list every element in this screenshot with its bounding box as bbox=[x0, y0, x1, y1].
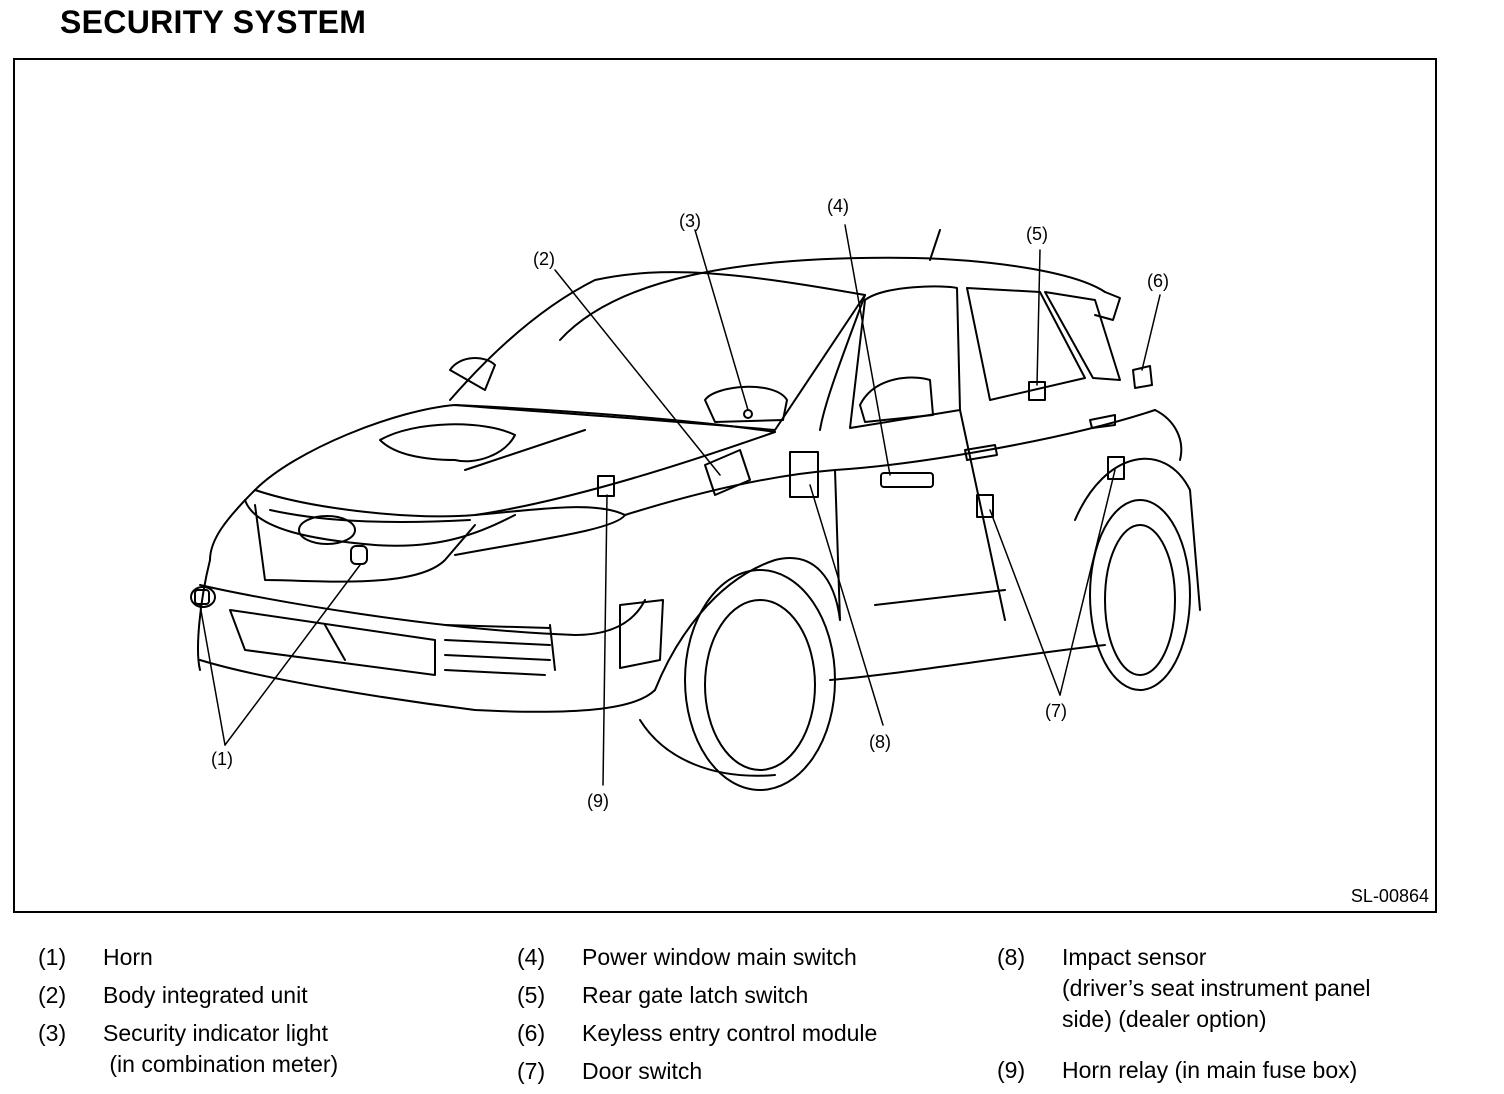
door-switch-rear-shape bbox=[1107, 456, 1125, 480]
legend-number: (6) bbox=[517, 1020, 546, 1046]
body-integrated-unit-shape bbox=[704, 449, 751, 496]
callout-1: (1) bbox=[211, 749, 233, 769]
horn-relay-shape bbox=[597, 475, 615, 497]
callout-3: (3) bbox=[679, 211, 701, 231]
car-diagram: (1) (2) (3) (4) (5) (6) (7) (8) (9) bbox=[190, 196, 1201, 811]
legend-item: (6) Keyless entry control module bbox=[517, 1018, 967, 1056]
legend-item: (8) Impact sensor (driver’s seat instrum… bbox=[997, 942, 1477, 1055]
horn-right-shape bbox=[350, 545, 368, 565]
power-window-switch-shape bbox=[880, 472, 934, 488]
legend-number: (9) bbox=[997, 1057, 1026, 1083]
legend-item: (7) Door switch bbox=[517, 1056, 967, 1094]
callout-5: (5) bbox=[1026, 224, 1048, 244]
legend-number: (3) bbox=[38, 1020, 67, 1046]
callout-7: (7) bbox=[1045, 701, 1067, 721]
legend-column-2: (4) Power window main switch (5) Rear ga… bbox=[517, 942, 967, 1094]
car-outline bbox=[190, 229, 1201, 791]
keyless-module-shape bbox=[1132, 365, 1153, 389]
legend-label: Security indicator light (in combination… bbox=[103, 1020, 339, 1077]
legend-number: (8) bbox=[997, 944, 1026, 970]
legend-column-1: (1) Horn (2) Body integrated unit (3) Se… bbox=[38, 942, 478, 1088]
callout-8: (8) bbox=[869, 732, 891, 752]
legend-number: (4) bbox=[517, 944, 546, 970]
legend-label: Impact sensor (driver’s seat instrument … bbox=[1062, 944, 1371, 1032]
horn-left-shape bbox=[194, 589, 210, 605]
legend-item: (3) Security indicator light (in combina… bbox=[38, 1018, 478, 1088]
legend-column-3: (8) Impact sensor (driver’s seat instrum… bbox=[997, 942, 1477, 1093]
legend-item: (5) Rear gate latch switch bbox=[517, 980, 967, 1018]
legend-item: (4) Power window main switch bbox=[517, 942, 967, 980]
legend-number: (2) bbox=[38, 982, 67, 1008]
callout-4: (4) bbox=[827, 196, 849, 216]
callout-6: (6) bbox=[1147, 271, 1169, 291]
legend-label: Power window main switch bbox=[582, 944, 857, 970]
legend-number: (5) bbox=[517, 982, 546, 1008]
page-title: SECURITY SYSTEM bbox=[60, 4, 367, 40]
legend-item: (2) Body integrated unit bbox=[38, 980, 478, 1018]
door-switch-front-shape bbox=[976, 494, 994, 518]
callout-9: (9) bbox=[587, 791, 609, 811]
legend-label: Horn bbox=[103, 944, 153, 970]
impact-sensor-shape bbox=[789, 451, 819, 498]
diagram-frame: (1) (2) (3) (4) (5) (6) (7) (8) (9) SL-0… bbox=[13, 58, 1437, 913]
legend-label: Rear gate latch switch bbox=[582, 982, 809, 1008]
callout-2: (2) bbox=[533, 249, 555, 269]
legend-label: Keyless entry control module bbox=[582, 1020, 878, 1046]
security-indicator-shape bbox=[743, 409, 753, 419]
legend-label: Body integrated unit bbox=[103, 982, 308, 1008]
legend-item: (9) Horn relay (in main fuse box) bbox=[997, 1055, 1477, 1093]
legend-label: Horn relay (in main fuse box) bbox=[1062, 1057, 1358, 1083]
legend-label: Door switch bbox=[582, 1058, 703, 1084]
legend-number: (1) bbox=[38, 944, 67, 970]
leader-lines bbox=[199, 224, 1161, 786]
figure-id: SL-00864 bbox=[1350, 886, 1429, 906]
legend-item: (1) Horn bbox=[38, 942, 478, 980]
legend-number: (7) bbox=[517, 1058, 546, 1084]
components bbox=[194, 365, 1153, 605]
